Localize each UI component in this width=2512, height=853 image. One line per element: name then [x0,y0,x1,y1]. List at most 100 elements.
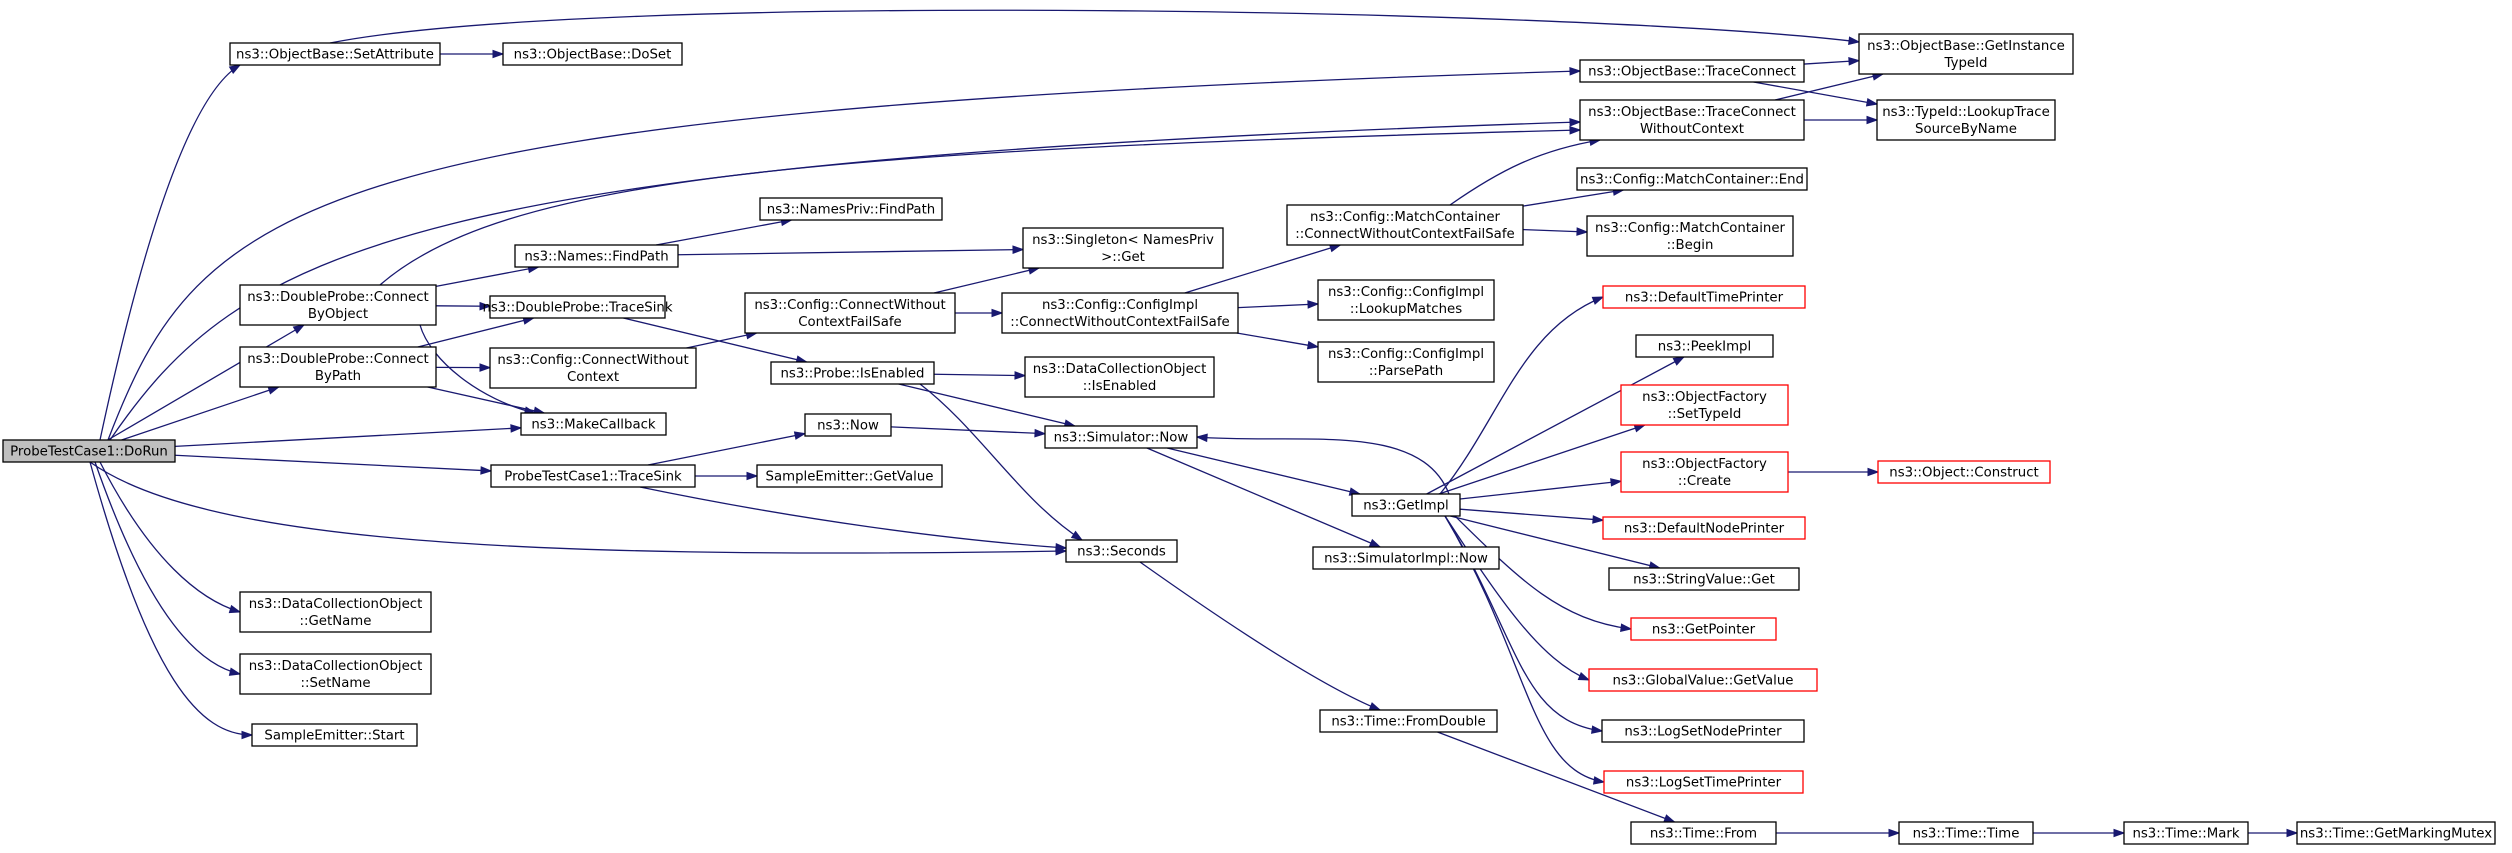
node-box [1602,285,1806,309]
node-gp[interactable]: ns3::GetPointer [1630,617,1777,641]
node-box [1022,227,1224,269]
edge-dpts-to-pie [623,317,807,363]
node-cilm[interactable]: ns3::Config::ConfigImpl::LookupMatches [1317,279,1495,321]
node-label: ns3::DoubleProbe::Connect [247,290,429,305]
node-box [489,347,697,389]
node-tfd[interactable]: ns3::Time::FromDouble [1319,709,1498,733]
node-ofst[interactable]: ns3::ObjectFactory::SetTypeId [1620,384,1789,426]
edge-setattr-to-getinst [329,9,1860,44]
node-mccwc[interactable]: ns3::Config::MatchContainer::ConnectWith… [1286,204,1524,246]
node-label: ns3::Config::ConnectWithout [497,353,688,368]
node-dpts[interactable]: ns3::DoubleProbe::TraceSink [482,295,673,319]
node-label: ::ParsePath [1369,364,1443,379]
node-ccwc[interactable]: ns3::Config::ConnectWithoutContext [489,347,697,389]
node-ptcts[interactable]: ProbeTestCase1::TraceSink [490,464,696,488]
edge-root-to-dpcbp-arrowhead [267,386,281,395]
node-box [251,723,418,747]
node-box [756,464,943,488]
node-getimpl[interactable]: ns3::GetImpl [1351,493,1461,517]
node-tgmm[interactable]: ns3::Time::GetMarkingMutex [2296,821,2496,845]
edge-cicwcfs-to-cipp [1236,332,1319,348]
node-tcwc[interactable]: ns3::ObjectBase::TraceConnectWithoutCont… [1579,99,1805,141]
edge-ptcts-to-now-arrowhead [793,431,807,440]
node-pie[interactable]: ns3::Probe::IsEnabled [770,361,935,385]
node-label: ns3::StringValue::Get [1633,573,1775,588]
node-seconds[interactable]: ns3::Seconds [1065,539,1178,563]
node-ses[interactable]: SampleEmitter::Start [251,723,418,747]
edge-getimpl-to-ofst [1438,424,1646,495]
node-mcend[interactable]: ns3::Config::MatchContainer::End [1576,167,1808,191]
node-mcbegin[interactable]: ns3::Config::MatchContainer::Begin [1586,215,1794,257]
edge-root-to-traceconn-arrowhead [1569,67,1582,76]
edge-root-to-seconds [89,461,1067,554]
node-dcosn[interactable]: ns3::DataCollectionObject::SetName [239,653,432,695]
node-ttime[interactable]: ns3::Time::Time [1898,821,2034,845]
node-root[interactable]: ProbeTestCase1::DoRun [2,439,176,463]
edge-getimpl-to-gp [1454,515,1632,630]
node-nfind[interactable]: ns3::Names::FindPath [514,244,679,268]
edge-dpcbo-to-tcwc [379,129,1581,286]
node-box [1351,493,1461,517]
edge-traceconn-to-getinst-arrowhead [1848,56,1861,66]
node-cipp[interactable]: ns3::Config::ConfigImpl::ParsePath [1317,341,1495,383]
edge-root-to-dcosn [94,461,241,675]
node-dnp[interactable]: ns3::DefaultNodePrinter [1602,516,1806,540]
edge-getimpl-to-simnow [1196,436,1450,495]
node-dcoie[interactable]: ns3::DataCollectionObject::IsEnabled [1024,356,1215,398]
node-traceconn[interactable]: ns3::ObjectBase::TraceConnect [1579,59,1805,83]
node-setattr[interactable]: ns3::ObjectBase::SetAttribute [229,42,441,66]
node-peek[interactable]: ns3::PeekImpl [1635,334,1774,358]
node-box [239,591,432,633]
node-label: ::SetName [300,676,370,691]
node-dcogn[interactable]: ns3::DataCollectionObject::GetName [239,591,432,633]
node-box [1620,384,1789,426]
node-box [239,284,437,326]
node-ofc[interactable]: ns3::ObjectFactory::Create [1620,451,1789,493]
edge-getimpl-to-dnp [1459,508,1604,521]
node-box [1319,709,1498,733]
node-label: ns3::ObjectBase::SetAttribute [236,48,434,63]
node-box [1858,33,2074,75]
node-lstp[interactable]: ns3::LogSetTimePrinter [1603,770,1804,794]
node-tmark[interactable]: ns3::Time::Mark [2123,821,2249,845]
node-npfind[interactable]: ns3::NamesPriv::FindPath [759,197,943,221]
node-simnow[interactable]: ns3::Simulator::Now [1044,425,1198,449]
node-label: TypeId [1944,56,1988,71]
edge-tfd-to-tfrom-arrowhead [1663,814,1676,823]
node-mkcb[interactable]: ns3::MakeCallback [520,412,667,436]
edge-getimpl-to-dtp [1439,296,1604,495]
node-lsnp[interactable]: ns3::LogSetNodePrinter [1601,719,1805,743]
edge-setattr-to-doset-arrowhead [492,49,505,59]
node-dtp[interactable]: ns3::DefaultTimePrinter [1602,285,1806,309]
node-now[interactable]: ns3::Now [804,413,892,437]
node-singleton[interactable]: ns3::Singleton< NamesPriv>::Get [1022,227,1224,269]
edge-getimpl-to-ofc-arrowhead [1610,478,1623,487]
node-label: ns3::ObjectFactory [1642,457,1767,472]
node-label: ByPath [315,369,361,384]
node-segv[interactable]: SampleEmitter::GetValue [756,464,943,488]
edge-mccwc-to-tcwc [1449,139,1601,206]
edge-getimpl-to-dtp-arrowhead [1591,296,1605,305]
node-tfrom[interactable]: ns3::Time::From [1630,821,1777,845]
edge-root-to-tcwc [109,121,1581,441]
edge-tfd-to-tfrom [1437,731,1675,823]
edge-root-to-ses-arrowhead [241,730,254,740]
edge-root-to-setattr-arrowhead [228,64,242,75]
node-label: ns3::ObjectFactory [1642,390,1767,405]
node-gvgv[interactable]: ns3::GlobalValue::GetValue [1588,668,1818,692]
node-svg[interactable]: ns3::StringValue::Get [1608,567,1800,591]
node-objc[interactable]: ns3::Object::Construct [1877,460,2051,484]
node-box [1286,204,1524,246]
node-cicwcfs[interactable]: ns3::Config::ConfigImpl::ConnectWithoutC… [1001,292,1239,334]
node-label: ::Begin [1667,238,1714,253]
node-doset[interactable]: ns3::ObjectBase::DoSet [502,42,683,66]
node-ccwcfs[interactable]: ns3::Config::ConnectWithoutContextFailSa… [744,292,956,334]
node-simimplnow[interactable]: ns3::SimulatorImpl::Now [1312,546,1500,570]
edge-root-to-mkcb [174,427,522,448]
node-label: ::LookupMatches [1350,302,1462,317]
edge-root-to-dcosn-arrowhead [228,667,242,676]
